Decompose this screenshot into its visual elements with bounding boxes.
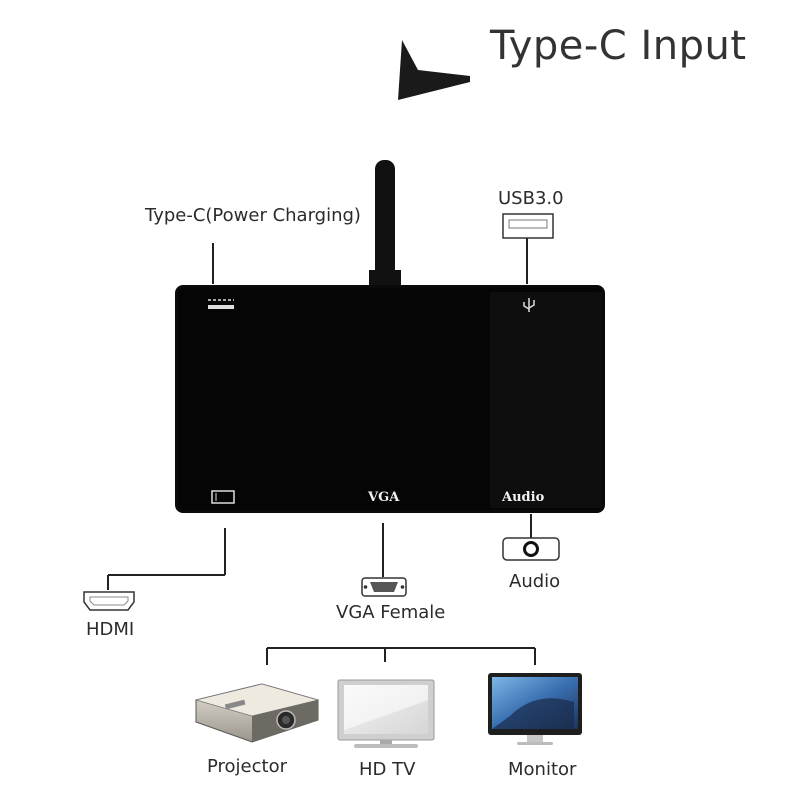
hub-label-audio: Audio (502, 490, 545, 505)
label-monitor: Monitor (508, 759, 577, 780)
vga-connector-icon (361, 577, 407, 597)
label-hdtv: HD TV (359, 759, 416, 780)
label-vga-female: VGA Female (336, 602, 446, 623)
hdtv-icon (337, 679, 435, 748)
hdmi-connector-icon (83, 591, 135, 611)
page-title: Type-C Input (490, 23, 747, 69)
usb-symbol-icon (523, 298, 535, 312)
label-hdmi: HDMI (86, 619, 135, 640)
label-audio: Audio (509, 571, 561, 592)
audio-jack-icon (502, 537, 560, 561)
usb-port-icon (502, 213, 554, 239)
type-c-port-icon (208, 299, 234, 309)
hdmi-port-icon (211, 490, 235, 504)
projector-icon (194, 683, 320, 743)
connector-lines (107, 238, 536, 665)
input-arrow-icon (398, 40, 470, 100)
hub-label-vga: VGA (368, 490, 400, 505)
type-c-cable (369, 160, 401, 290)
label-projector: Projector (207, 756, 287, 777)
label-type-c-power: Type-C(Power Charging) (145, 205, 361, 226)
label-usb: USB3.0 (498, 188, 564, 209)
hub-body (175, 285, 605, 513)
monitor-icon (488, 673, 582, 745)
